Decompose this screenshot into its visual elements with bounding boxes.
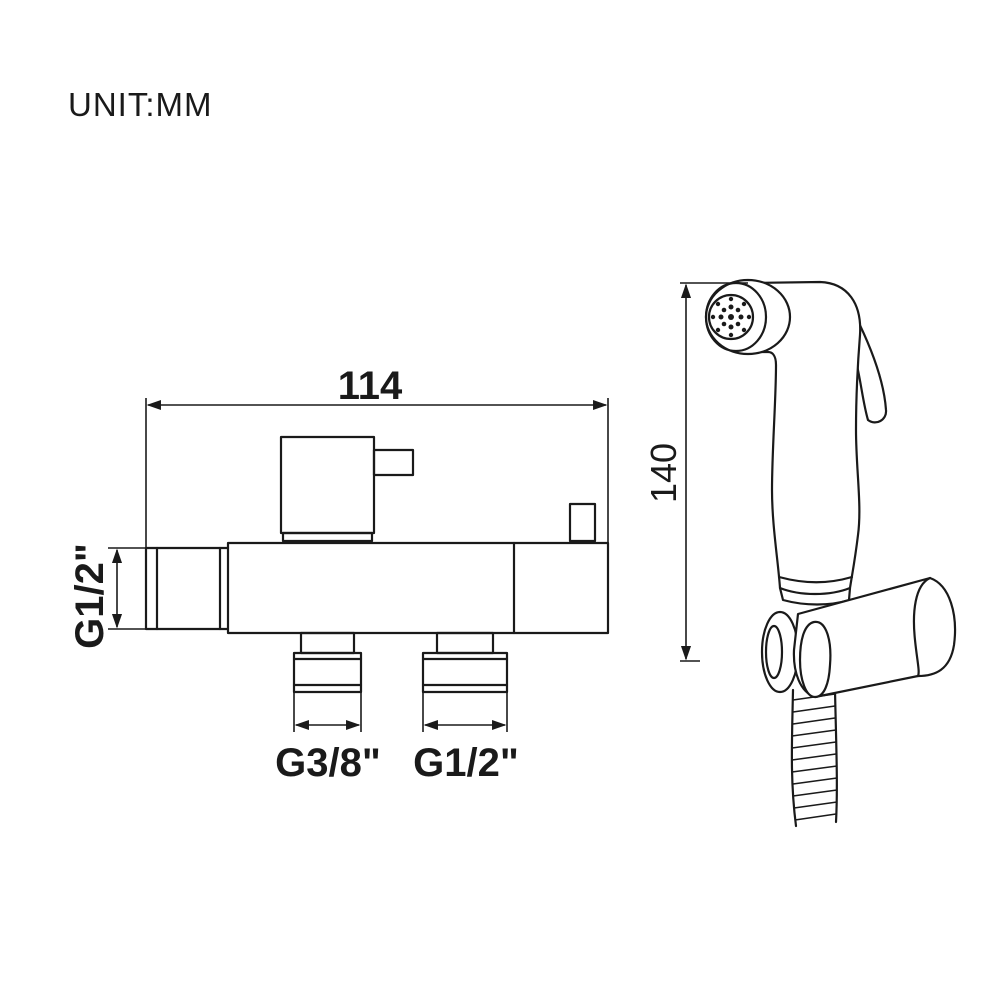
dimension-outlet-right: G1/2" [413,692,519,785]
dimension-outlet-left: G3/8" [275,692,381,785]
unit-label: UNIT:MM [68,86,212,123]
spray-nozzle-head [704,278,792,356]
length-value: 114 [338,364,403,408]
side-inlet-thread-label: G1/2" [68,543,112,649]
dimension-height: 140 [643,282,748,662]
hand-sprayer [704,278,957,828]
dimension-side-inlet: G1/2" [68,543,146,649]
hose [790,688,838,828]
dimension-length: 114 [145,364,609,548]
angle-valve [144,435,610,694]
wall-holder [760,576,957,699]
height-value: 140 [643,443,684,503]
outlet-left-thread-label: G3/8" [275,741,381,785]
outlet-right-thread-label: G1/2" [413,741,519,785]
